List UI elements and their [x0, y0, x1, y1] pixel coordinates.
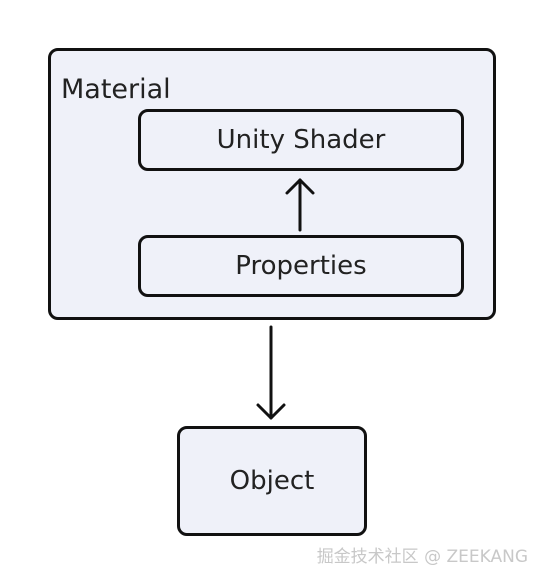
- properties-label: Properties: [235, 251, 367, 281]
- object-node: Object: [177, 426, 367, 536]
- material-label: Material: [61, 74, 171, 105]
- unity-shader-label: Unity Shader: [216, 125, 386, 155]
- unity-shader-node: Unity Shader: [138, 109, 464, 171]
- object-label: Object: [229, 466, 315, 496]
- arrow-material-to-object: [256, 325, 286, 420]
- properties-node: Properties: [138, 235, 464, 297]
- watermark: 掘金技术社区 @ ZEEKANG: [316, 547, 528, 567]
